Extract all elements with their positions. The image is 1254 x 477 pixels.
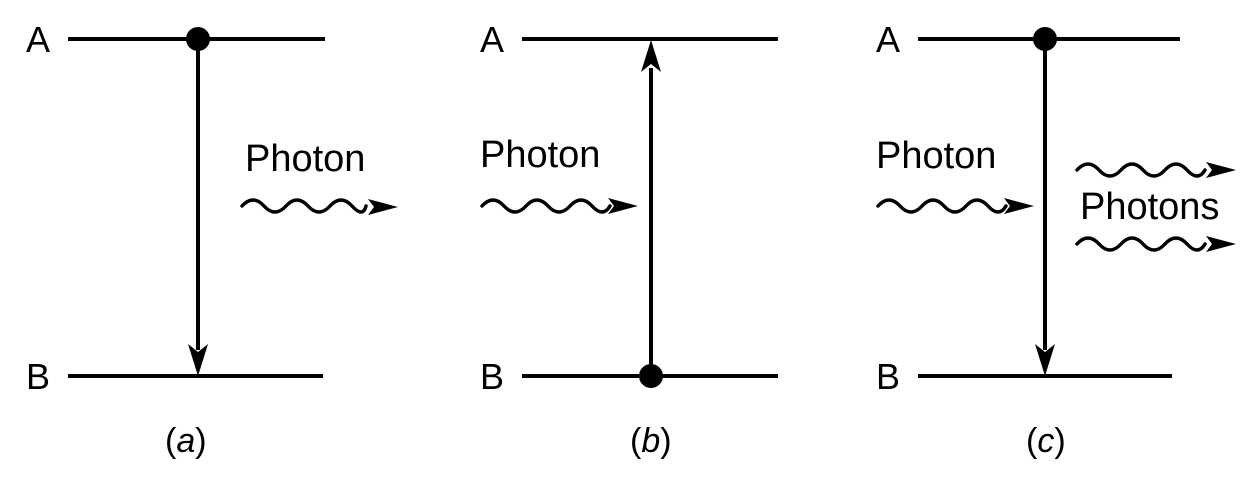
up-arrowhead bbox=[641, 40, 661, 72]
emitted-photon-wave-1 bbox=[1075, 162, 1207, 178]
level-b-label: B bbox=[26, 356, 50, 397]
caption-letter: c bbox=[1037, 422, 1054, 460]
level-a-label: A bbox=[480, 19, 504, 60]
photon-arrowhead bbox=[1206, 236, 1236, 252]
photon-arrowhead bbox=[368, 199, 398, 215]
electron-dot bbox=[1033, 27, 1057, 51]
level-a-label: A bbox=[876, 19, 900, 60]
caption-letter: b bbox=[641, 422, 660, 460]
incident-photon-label: Photon bbox=[876, 135, 996, 177]
down-arrowhead bbox=[188, 344, 208, 376]
caption-c: (c) bbox=[1026, 422, 1066, 460]
emitted-photon-wave-2 bbox=[1075, 236, 1207, 252]
photon-arrowhead bbox=[1206, 162, 1236, 178]
photon-label: Photon bbox=[480, 134, 600, 176]
photon-arrowhead bbox=[1004, 198, 1034, 214]
caption-b: (b) bbox=[630, 422, 672, 460]
down-arrowhead bbox=[1035, 344, 1055, 376]
emitted-photon-wave bbox=[240, 198, 368, 214]
panel-c: A B Photon Photons (c) bbox=[876, 19, 1236, 460]
caption-letter: a bbox=[176, 422, 195, 460]
electron-dot bbox=[186, 27, 210, 51]
caption-a: (a) bbox=[165, 422, 207, 460]
level-b-label: B bbox=[480, 356, 504, 397]
panel-b: A B Photon (b) bbox=[480, 19, 778, 460]
photon-arrowhead bbox=[608, 198, 638, 214]
emitted-photons-label: Photons bbox=[1080, 186, 1219, 228]
photon-label: Photon bbox=[245, 138, 365, 180]
level-a-label: A bbox=[26, 19, 50, 60]
level-b-label: B bbox=[876, 356, 900, 397]
absorbed-photon-wave bbox=[480, 198, 612, 214]
electron-dot bbox=[639, 364, 663, 388]
incident-photon-wave bbox=[876, 198, 1008, 214]
panel-a: A B Photon (a) bbox=[26, 19, 398, 460]
